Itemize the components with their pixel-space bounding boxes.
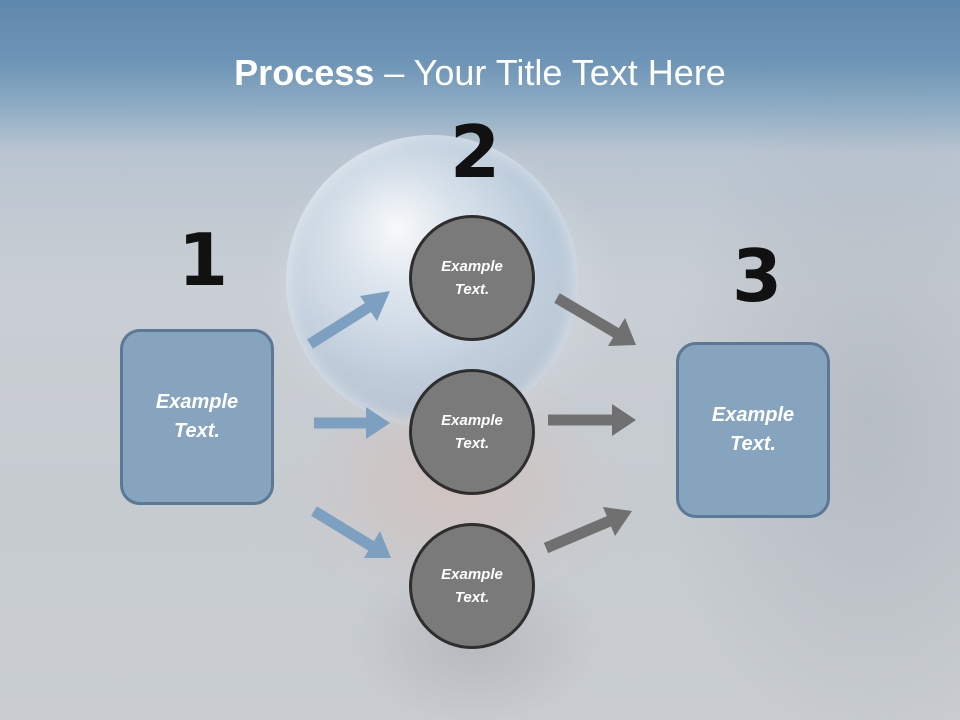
arrow-bottom-to-right-head <box>603 507 632 536</box>
step-number-2: 2 <box>450 110 501 194</box>
arrow-left-to-bottom <box>311 506 376 552</box>
arrow-top-to-right-head <box>608 318 636 346</box>
arrow-left-to-bottom-head <box>364 531 391 558</box>
title-rest: – Your Title Text Here <box>374 52 726 93</box>
arrow-bottom-to-right <box>543 514 615 554</box>
circle-top: Example Text. <box>409 215 535 341</box>
circle-top-text: Example Text. <box>441 258 503 298</box>
circle-middle-text: Example Text. <box>441 412 503 452</box>
arrow-left-to-top-head <box>360 291 390 321</box>
arrow-middle-to-right-head <box>612 404 636 436</box>
circle-bottom: Example Text. <box>409 523 535 649</box>
left-box-text: Example Text. <box>155 391 239 442</box>
circle-middle: Example Text. <box>409 369 535 495</box>
circle-bottom-text: Example Text. <box>441 566 503 606</box>
slide-title: Process – Your Title Text Here <box>0 52 960 94</box>
arrow-top-to-right <box>554 293 621 339</box>
step-number-1: 1 <box>178 218 229 302</box>
step-number-3: 3 <box>732 234 783 318</box>
title-bold: Process <box>234 52 375 93</box>
right-box: Example Text. <box>676 342 830 518</box>
arrow-left-to-middle-head <box>366 407 390 439</box>
left-box: Example Text. <box>120 329 274 505</box>
arrow-left-to-top <box>307 300 375 349</box>
right-box-text: Example Text. <box>711 404 795 455</box>
